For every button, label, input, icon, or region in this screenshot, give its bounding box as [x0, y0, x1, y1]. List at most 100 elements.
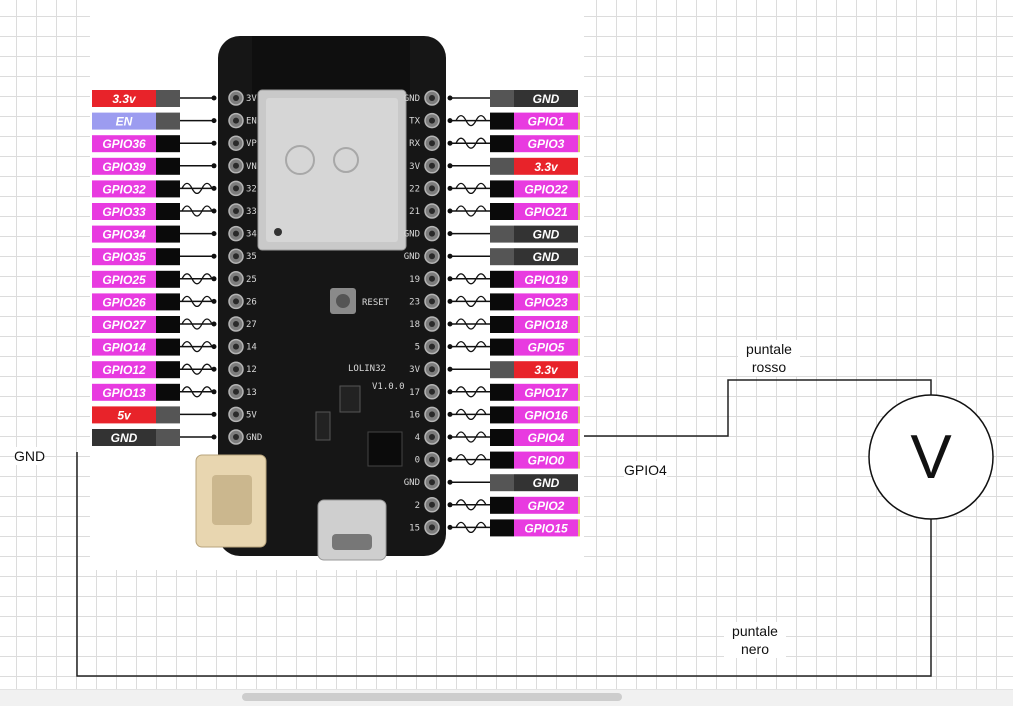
scrollbar-thumb[interactable] [242, 693, 622, 701]
silkscreen-pin-text: 15 [409, 523, 420, 533]
pin-leader-dot [211, 118, 217, 124]
gnd-annotation: GND [14, 447, 46, 465]
pin-leader-dot [447, 389, 453, 395]
pwm-icon [455, 295, 487, 308]
reset-label: RESET [362, 298, 390, 308]
pin-leader-dot [447, 321, 453, 327]
red-probe-line1: puntale [746, 341, 792, 357]
pin-edge-tick [578, 519, 580, 537]
pin-label-bg [514, 112, 578, 130]
pin-row-left-11: GPIO14 [92, 338, 217, 356]
pin-label-text: GPIO18 [524, 318, 568, 332]
pwm-icon [181, 386, 213, 398]
silkscreen-pin-text: 3V [409, 365, 420, 375]
pin-edge-tick [578, 316, 580, 333]
pwm-icon [181, 182, 213, 195]
wire-gnd-to-voltmeter [76, 452, 932, 677]
pin-leader-dot [211, 434, 217, 440]
pwm-icon [455, 137, 487, 149]
pwm-icon [455, 182, 487, 195]
board-title: LOLIN32 [348, 364, 386, 374]
pin-label-text: GPIO27 [102, 318, 147, 332]
pin-row-right-5: GPIO21 [447, 203, 580, 220]
pin-label-bg [514, 135, 578, 153]
silkscreen-pin-text: 35 [246, 252, 257, 262]
pin-connector-box [490, 451, 514, 469]
pwm-icon [181, 295, 213, 308]
pin-leader-dot [211, 208, 217, 214]
pin-label-bg [514, 338, 578, 356]
pin-edge-tick [578, 451, 580, 469]
pin-label-text: GPIO25 [102, 273, 146, 287]
pin-row-right-13: GPIO17 [447, 383, 580, 401]
pin-row-right-17: GND [447, 474, 578, 492]
header-pin-center [429, 366, 435, 373]
pin-row-right-0: GND [447, 90, 578, 107]
pin-row-right-6: GND [447, 225, 578, 243]
pin-label-text: GND [111, 431, 138, 445]
pin-label-bg [514, 429, 578, 446]
pin-leader-dot [447, 479, 453, 485]
pin-label-bg [92, 157, 156, 175]
pin-connector-box [490, 406, 514, 424]
pin-connector-box [156, 90, 180, 107]
silkscreen-pin-text: 12 [246, 365, 257, 375]
silkscreen-pin-text: 14 [246, 343, 257, 353]
pin-label-bg [92, 270, 156, 288]
silkscreen-pin-text: 5V [246, 410, 257, 420]
header-pin-center [233, 185, 239, 192]
black-probe-annotation: puntale nero [724, 622, 786, 658]
pin-leader-dot [211, 140, 217, 146]
pin-connector-box [490, 316, 514, 333]
pin-connector-box [156, 338, 180, 356]
silkscreen-pin-text: GND [404, 94, 420, 104]
pin-label-bg [514, 248, 578, 266]
header-pin-center [429, 230, 435, 237]
header-pin-center [429, 321, 435, 327]
pin-row-left-5: GPIO33 [92, 203, 217, 220]
pin-leader-dot [211, 366, 217, 372]
silkscreen-pin-text: 3V [246, 94, 257, 104]
pwm-icon [455, 499, 487, 511]
header-pin-center [233, 230, 239, 237]
pin-label-text: GPIO14 [102, 341, 146, 355]
pin-connector-box [490, 338, 514, 356]
pin-row-left-13: GPIO13 [92, 383, 217, 401]
silkscreen-pin-text: 16 [409, 410, 420, 420]
header-pin-center [429, 185, 435, 192]
pin-leader-dot [211, 411, 217, 417]
header-pin-center [429, 501, 435, 508]
header-pin-center [429, 208, 435, 214]
pwm-icon [181, 205, 213, 217]
pin-leader-dot [447, 366, 453, 372]
pin-connector-box [490, 496, 514, 514]
pin-leader-dot [211, 298, 217, 304]
antenna-area [252, 36, 410, 94]
silkscreen-pin-text: 19 [409, 275, 420, 285]
pin-connector-box [156, 270, 180, 288]
smd-component [315, 411, 331, 441]
micro-usb-opening [332, 534, 372, 550]
silkscreen-pin-text: GND [404, 252, 420, 262]
header-pin-center [233, 321, 239, 327]
pin-connector-box [490, 90, 514, 107]
header-pin-center [233, 343, 239, 350]
pin-row-right-8: GPIO19 [447, 270, 580, 288]
header-pin-center [233, 275, 239, 282]
pin-label-text: GPIO2 [528, 499, 565, 513]
header-pin-center [429, 95, 435, 101]
silkscreen-pin-text: 26 [246, 297, 257, 307]
horizontal-scrollbar[interactable] [0, 689, 1013, 706]
pin-label-bg [514, 203, 578, 220]
pin-label-bg [92, 406, 156, 424]
pin-connector-box [156, 383, 180, 401]
pin-edge-tick [578, 112, 580, 130]
pin-connector-box [156, 157, 180, 175]
header-pin-center [429, 253, 435, 260]
silkscreen-pin-text: 32 [246, 184, 257, 194]
header-pin-center [429, 275, 435, 282]
pin-row-left-3: GPIO39 [92, 157, 217, 175]
pin-leader-dot [447, 298, 453, 304]
pin-connector-box [490, 429, 514, 446]
